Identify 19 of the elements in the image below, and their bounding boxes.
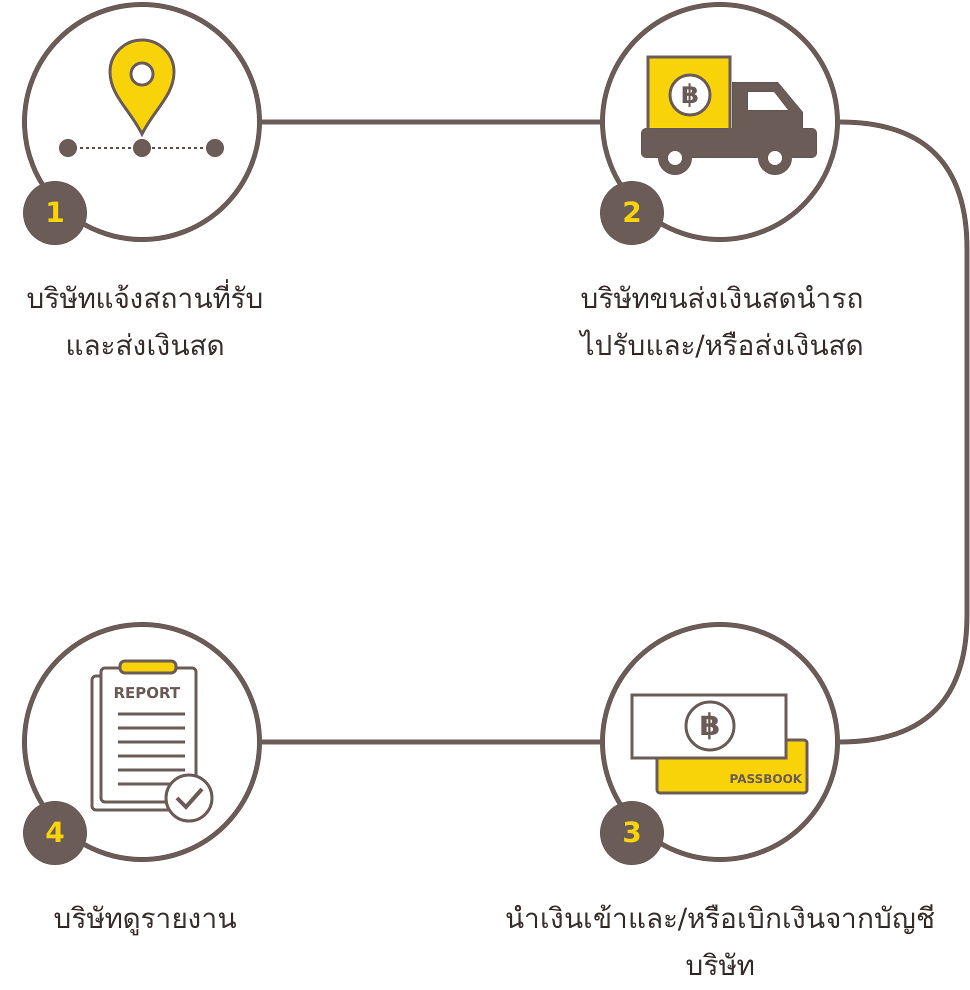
step-circle	[22, 2, 262, 242]
step-circle	[600, 622, 840, 862]
currency-symbol: ฿	[681, 82, 700, 108]
report-title: REPORT	[114, 686, 180, 700]
connector-line	[838, 120, 970, 744]
step-number-badge: 1	[23, 181, 87, 245]
step-caption: นำเงินเข้าและ/หรือเบิกเงินจากบัญชีบริษัท	[504, 901, 936, 984]
step-caption: บริษัทแจ้งสถานที่รับและส่งเงินสด	[10, 275, 280, 369]
step-number-badge: 4	[23, 801, 87, 865]
step-circle	[22, 622, 262, 862]
step-caption: บริษัทดูรายงาน	[52, 901, 238, 938]
step-number-badge: 3	[600, 801, 664, 865]
connector-line	[262, 120, 600, 124]
step-number-badge: 2	[600, 181, 664, 245]
passbook-label: PASSBOOK	[730, 773, 802, 785]
step-caption: บริษัทขนส่งเงินสดนำรถไปรับและ/หรือส่งเงินสด	[578, 281, 865, 364]
currency-symbol: ฿	[700, 711, 720, 741]
connector-line	[262, 740, 600, 744]
step-circle	[600, 2, 840, 242]
